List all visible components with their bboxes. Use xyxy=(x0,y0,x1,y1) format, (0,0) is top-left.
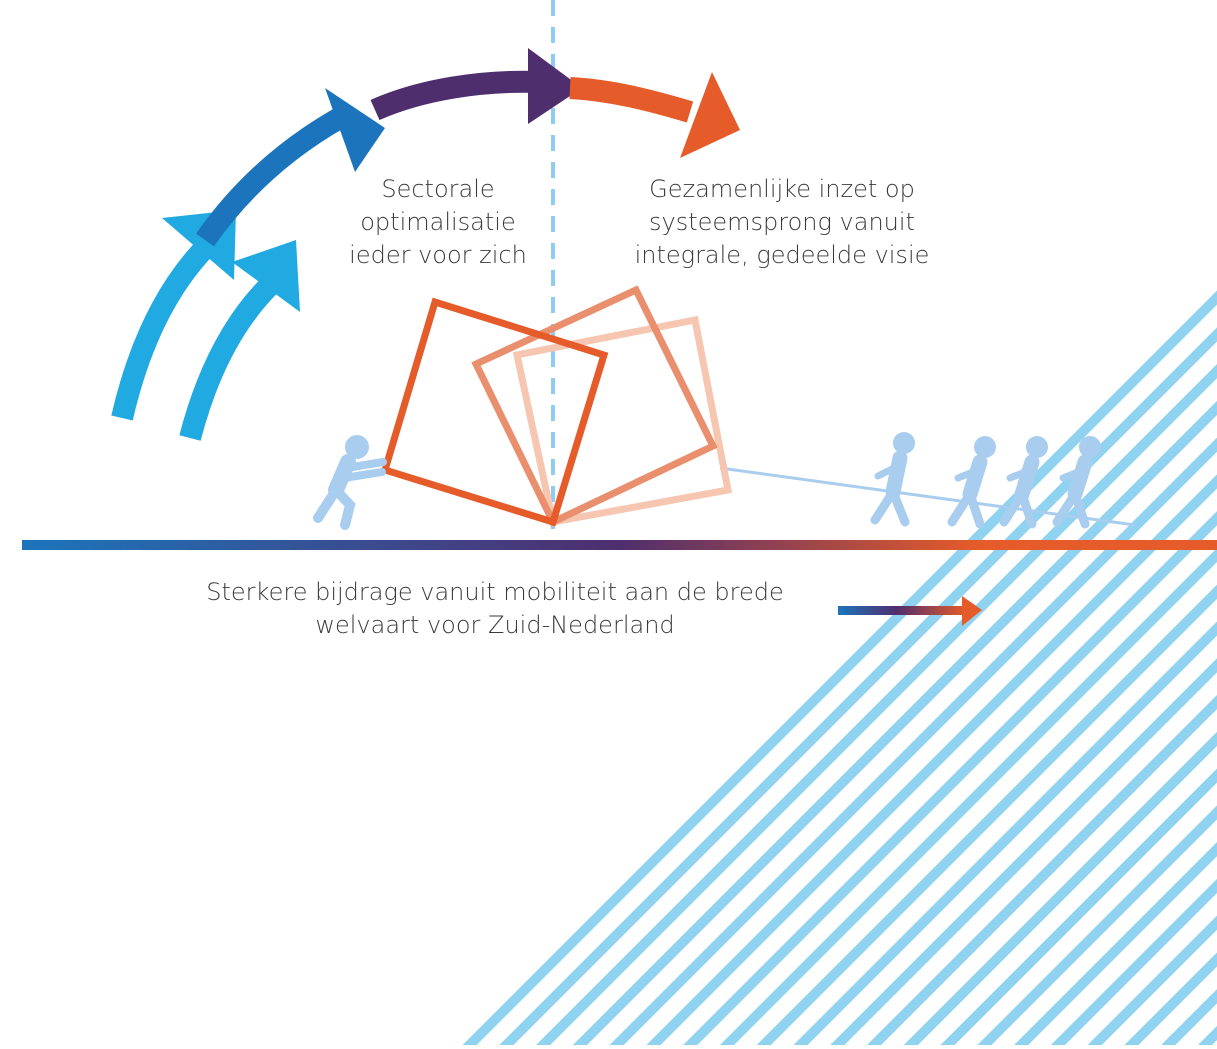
hatched-area xyxy=(460,280,1217,1045)
arc-purple xyxy=(370,70,541,121)
tilting-squares xyxy=(380,285,733,527)
ground-line xyxy=(22,540,1217,550)
arc-light-blue-back xyxy=(179,277,278,441)
arc-orange xyxy=(569,77,694,123)
label-sectoral-optimization: Sectorale optimalisatie ieder voor zich xyxy=(318,173,558,272)
arrowhead-mid-blue xyxy=(325,88,385,172)
puller-1 xyxy=(870,432,915,527)
label-joint-effort: Gezamenlijke inzet op systeemsprong vanu… xyxy=(612,173,952,272)
label-sectoral-line-2: optimalisatie xyxy=(360,208,516,236)
arrowhead-purple xyxy=(528,48,582,124)
puller-3 xyxy=(999,436,1048,529)
curved-arrows xyxy=(111,48,740,441)
label-sectoral-line-3: ieder voor zich xyxy=(349,241,527,269)
square-faint xyxy=(512,315,733,527)
square-medium xyxy=(471,285,718,527)
label-outcome: Sterkere bijdrage vanuit mobiliteit aan … xyxy=(150,576,840,642)
direction-arrow-icon xyxy=(838,596,982,626)
label-joint-line-3: integrale, gedeelde visie xyxy=(634,241,930,269)
arrowhead-light-blue-back xyxy=(232,240,300,312)
person-pushing-icon xyxy=(313,435,387,530)
label-outcome-line-1: Sterkere bijdrage vanuit mobiliteit aan … xyxy=(206,578,784,606)
square-solid xyxy=(380,297,609,527)
arrowhead-orange xyxy=(680,72,740,158)
people-pulling-rope-icon xyxy=(870,432,1101,529)
label-outcome-line-2: welvaart voor Zuid-Nederland xyxy=(315,611,675,639)
label-joint-line-1: Gezamenlijke inzet op xyxy=(649,175,915,203)
arc-light-blue-front xyxy=(111,229,223,421)
puller-4 xyxy=(1052,436,1101,529)
label-sectoral-line-1: Sectorale xyxy=(381,175,495,203)
arc-mid-blue xyxy=(195,105,351,247)
puller-2 xyxy=(947,436,996,529)
label-joint-line-2: systeemsprong vanuit xyxy=(649,208,915,236)
